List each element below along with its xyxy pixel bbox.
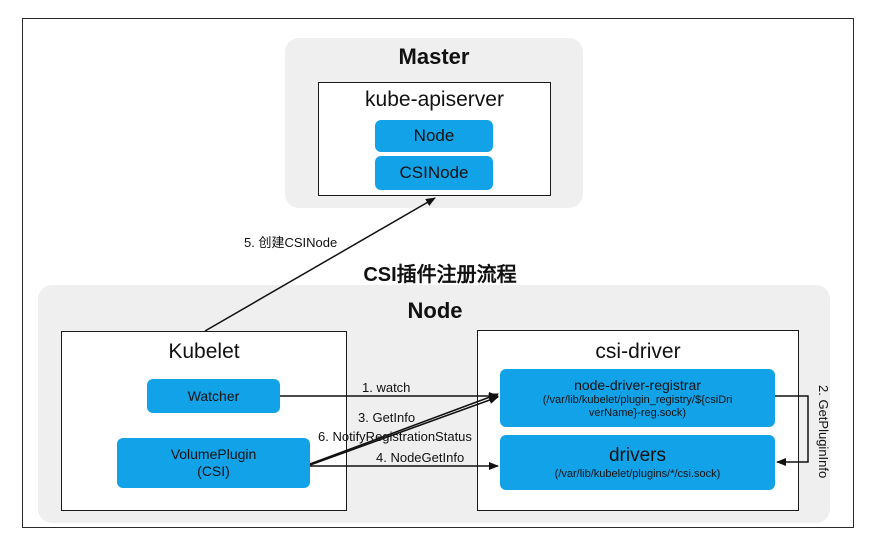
node-resource-label: Node xyxy=(413,126,455,145)
diagram-frame xyxy=(22,18,854,528)
arrow-getinfo xyxy=(309,393,499,465)
volume-plugin-label: VolumePlugin xyxy=(170,446,257,462)
volume-plugin-sublabel: (CSI) xyxy=(197,463,230,479)
step-4-label: 4. NodeGetInfo xyxy=(376,450,465,465)
node-resource: Node xyxy=(375,120,493,152)
node-driver-registrar-box: node-driver-registrar (/var/lib/kubelet/… xyxy=(500,369,775,427)
kubelet-title: Kubelet xyxy=(168,340,240,363)
step-3-label: 3. GetInfo xyxy=(358,410,416,425)
node-driver-registrar-label: node-driver-registrar xyxy=(574,376,701,393)
watcher-box: Watcher xyxy=(147,379,280,413)
step-5-label: 5. 创建CSINode xyxy=(244,235,338,250)
node-title: Node xyxy=(407,298,463,323)
csinode-resource: CSINode xyxy=(375,156,493,190)
arrow-notify-status xyxy=(309,396,499,466)
drivers-socket-path: (/var/lib/kubelet/plugins/*/csi.sock) xyxy=(554,467,721,480)
step-6-label: 6. NotifyRegistrationStatus xyxy=(318,429,472,444)
master-title: Master xyxy=(398,44,470,69)
kube-apiserver-title: kube-apiserver xyxy=(365,88,504,111)
arrow-getplugininfo xyxy=(775,395,809,466)
step-1-label: 1. watch xyxy=(362,380,411,395)
csi-driver-title: csi-driver xyxy=(595,340,681,363)
watcher-label: Watcher xyxy=(187,388,240,404)
drivers-label: drivers xyxy=(608,444,666,466)
step-2-label: 2. GetPluginInfo xyxy=(816,385,831,479)
registrar-socket-path: (/var/lib/kubelet/plugin_registry/${csiD… xyxy=(542,393,733,419)
arrow-create-csinode xyxy=(204,197,436,332)
drivers-box: drivers (/var/lib/kubelet/plugins/*/csi.… xyxy=(500,435,775,490)
volume-plugin-box: VolumePlugin (CSI) xyxy=(117,438,310,488)
csinode-resource-label: CSINode xyxy=(399,163,469,182)
diagram-title: CSI插件注册流程 xyxy=(363,264,517,286)
